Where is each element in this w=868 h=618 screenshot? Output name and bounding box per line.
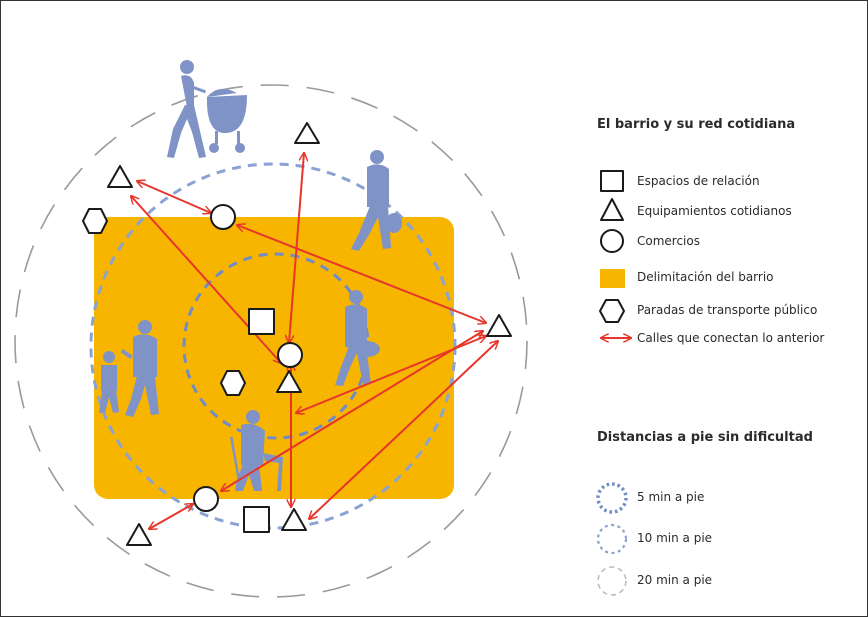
facility-triangle-icon bbox=[281, 508, 307, 531]
legend-hexagon-icon bbox=[599, 299, 625, 323]
street-link bbox=[137, 181, 211, 213]
street-link bbox=[237, 225, 486, 323]
facility-triangle-icon bbox=[294, 122, 320, 144]
walk-ring-20min bbox=[14, 84, 528, 598]
transit-stop-hexagon-icon bbox=[220, 370, 246, 396]
connecting-streets bbox=[131, 153, 498, 529]
transit-stop-hexagon-icon bbox=[82, 208, 108, 234]
legend-label-calles: Calles que conectan lo anterior bbox=[637, 331, 825, 345]
legend-square-icon bbox=[600, 170, 624, 192]
distance-label-5min: 5 min a pie bbox=[637, 490, 705, 504]
meeting-space-square-icon bbox=[243, 506, 270, 533]
legend-label-espacios: Espacios de relación bbox=[637, 174, 760, 188]
street-link bbox=[309, 341, 498, 519]
legend-circle-icon bbox=[600, 229, 624, 253]
facility-triangle-icon bbox=[486, 314, 512, 337]
shop-circle-icon bbox=[277, 342, 303, 368]
shop-circle-icon bbox=[210, 204, 236, 230]
legend-dotted-circle-10min-icon bbox=[596, 523, 628, 555]
legend-triangle-icon bbox=[600, 198, 624, 221]
facility-triangle-icon bbox=[107, 165, 133, 188]
legend-label-equipamientos: Equipamientos cotidianos bbox=[637, 204, 792, 218]
shop-circle-icon bbox=[193, 486, 219, 512]
legend-label-paradas: Paradas de transporte público bbox=[637, 303, 818, 317]
facility-triangle-icon bbox=[276, 370, 302, 393]
street-link bbox=[149, 504, 193, 529]
legend-yellow-rectangle-icon bbox=[600, 269, 625, 288]
person-with-stroller-figure bbox=[167, 60, 247, 158]
legend-dashed-circle-20min-icon bbox=[597, 566, 627, 596]
legend-title: El barrio y su red cotidiana bbox=[597, 117, 796, 132]
facility-triangle-icon bbox=[126, 523, 152, 546]
legend-label-comercios: Comercios bbox=[637, 234, 700, 248]
meeting-space-square-icon bbox=[248, 308, 275, 335]
distance-label-10min: 10 min a pie bbox=[637, 531, 713, 545]
legend-label-delimitacion: Delimitación del barrio bbox=[637, 270, 774, 284]
distances-title: Distancias a pie sin dificultad bbox=[597, 430, 813, 445]
legend-dotted-circle-5min-icon bbox=[596, 482, 628, 514]
distance-label-20min: 20 min a pie bbox=[637, 573, 713, 587]
